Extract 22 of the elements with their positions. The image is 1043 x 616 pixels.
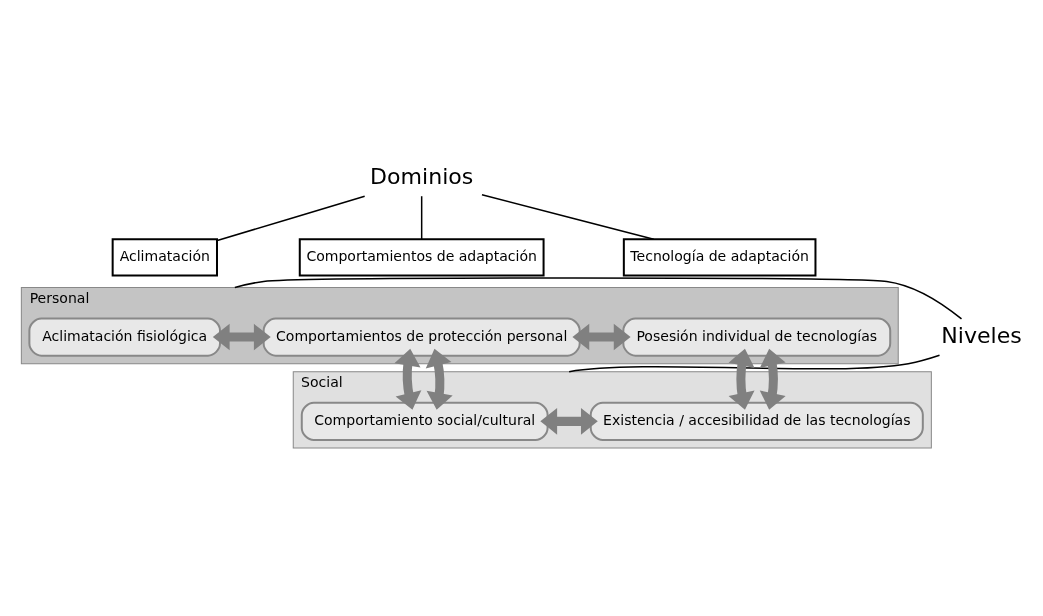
- node-box: Aclimatación fisiológica: [28, 317, 221, 357]
- arrow: [572, 323, 631, 351]
- connector: [420, 195, 423, 240]
- node-box: Comportamientos de protección personal: [262, 317, 581, 357]
- arrow: [759, 348, 786, 410]
- arrow: [728, 348, 755, 410]
- node-text: Niveles: [941, 322, 1022, 348]
- arrow: [540, 408, 598, 435]
- node-text: Dominios: [370, 163, 474, 189]
- node-box: Existencia / accesibilidad de las tecnologías: [589, 401, 924, 441]
- connector: [234, 277, 963, 320]
- arrow: [425, 348, 453, 410]
- node-box: Aclimatación: [111, 238, 218, 277]
- node-box: Comportamientos de adaptación: [298, 238, 545, 277]
- connector: [568, 354, 941, 373]
- node-box: Tecnología de adaptación: [622, 238, 817, 277]
- node-box: Posesión individual de tecnologías: [622, 317, 892, 357]
- arrow: [394, 348, 422, 410]
- connector: [216, 195, 366, 242]
- node-box: Comportamiento social/cultural: [300, 401, 549, 441]
- arrow: [212, 323, 271, 351]
- connector: [481, 193, 655, 240]
